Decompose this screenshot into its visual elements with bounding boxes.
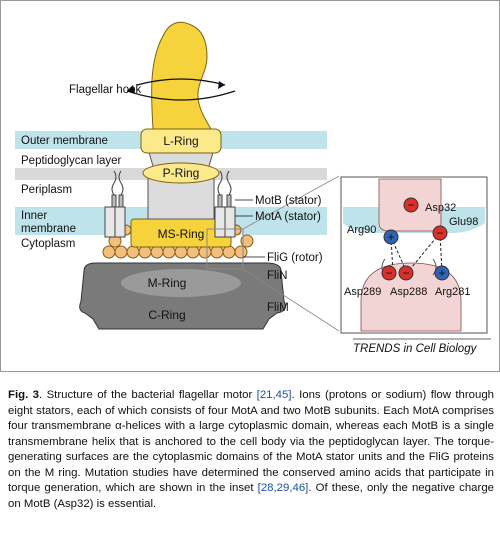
caption-text-1: . Structure of the bacterial flagellar m… (39, 389, 257, 401)
label-flim: FliM (267, 302, 289, 314)
rotation-arrow-back (136, 78, 226, 86)
svg-text:−: − (385, 266, 392, 280)
label-flin: FliN (267, 270, 287, 282)
svg-text:−: − (402, 266, 409, 280)
label-l-ring: L-Ring (163, 134, 198, 148)
label-c-ring: C-Ring (148, 308, 185, 322)
caption-ref-1[interactable]: [21,45] (256, 389, 292, 401)
caption-text-3: . Of these, only the negative charge on … (8, 482, 494, 510)
label-asp288: Asp288 (390, 286, 427, 298)
label-motb: MotB (stator) (255, 195, 322, 207)
label-flagellar-hook: Flagellar hook (69, 84, 141, 96)
label-arg281: Arg281 (435, 286, 470, 298)
rotation-arrow (126, 90, 236, 101)
m-ring-shape (121, 269, 241, 297)
figure-caption: Fig. 3. Structure of the bacterial flage… (8, 388, 494, 512)
label-cytoplasm: Cytoplasm (21, 238, 75, 250)
label-m-ring: M-Ring (148, 276, 187, 290)
label-arg90: Arg90 (347, 224, 376, 236)
label-mota: MotA (stator) (255, 211, 321, 223)
label-flig: FliG (rotor) (267, 252, 323, 264)
stator-left (104, 170, 126, 238)
label-outer-membrane: Outer membrane (21, 135, 108, 147)
caption-ref-2[interactable]: [28,29,46] (257, 482, 309, 494)
label-peptidoglycan-layer: Peptidoglycan layer (21, 155, 122, 167)
label-inner-membrane-1: Inner (21, 210, 47, 222)
asp289-charge (381, 265, 397, 281)
arg90-charge (383, 229, 399, 245)
svg-text:+: + (387, 230, 394, 244)
inset-panel: − + − − − + Asp32 Arg90 Glu98 Asp289 Asp… (340, 176, 488, 334)
label-p-ring: P-Ring (163, 166, 200, 180)
rotation-arrowhead-right (218, 81, 225, 89)
journal-credit: TRENDS in Cell Biology (353, 343, 477, 355)
glu98-charge (432, 225, 448, 241)
label-asp289: Asp289 (344, 286, 381, 298)
inset-marker-box (206, 228, 244, 270)
label-inner-membrane-2: membrane (21, 223, 76, 235)
rotation-arrowhead-left (127, 85, 135, 93)
svg-text:−: − (436, 226, 443, 240)
svg-text:+: + (438, 266, 445, 280)
caption-text-2: . Ions (protons or sodium) flow through … (8, 389, 495, 494)
label-ms-ring: MS-Ring (158, 227, 205, 241)
stator-right (214, 170, 236, 238)
label-glu98: Glu98 (449, 216, 478, 228)
label-asp32: Asp32 (425, 202, 456, 214)
figure-number: Fig. 3 (8, 389, 39, 401)
asp288-charge (398, 265, 414, 281)
rod-shape (147, 148, 215, 220)
flagellar-motor-figure: Flagellar hook Outer membrane Peptidogly… (0, 0, 500, 372)
hook-shape (151, 21, 212, 130)
svg-text:−: − (407, 198, 414, 212)
label-periplasm: Periplasm (21, 184, 72, 196)
p-ring-shape (142, 162, 220, 184)
asp32-charge (403, 197, 419, 213)
arg281-charge (434, 265, 450, 281)
flig-beads (102, 224, 254, 259)
